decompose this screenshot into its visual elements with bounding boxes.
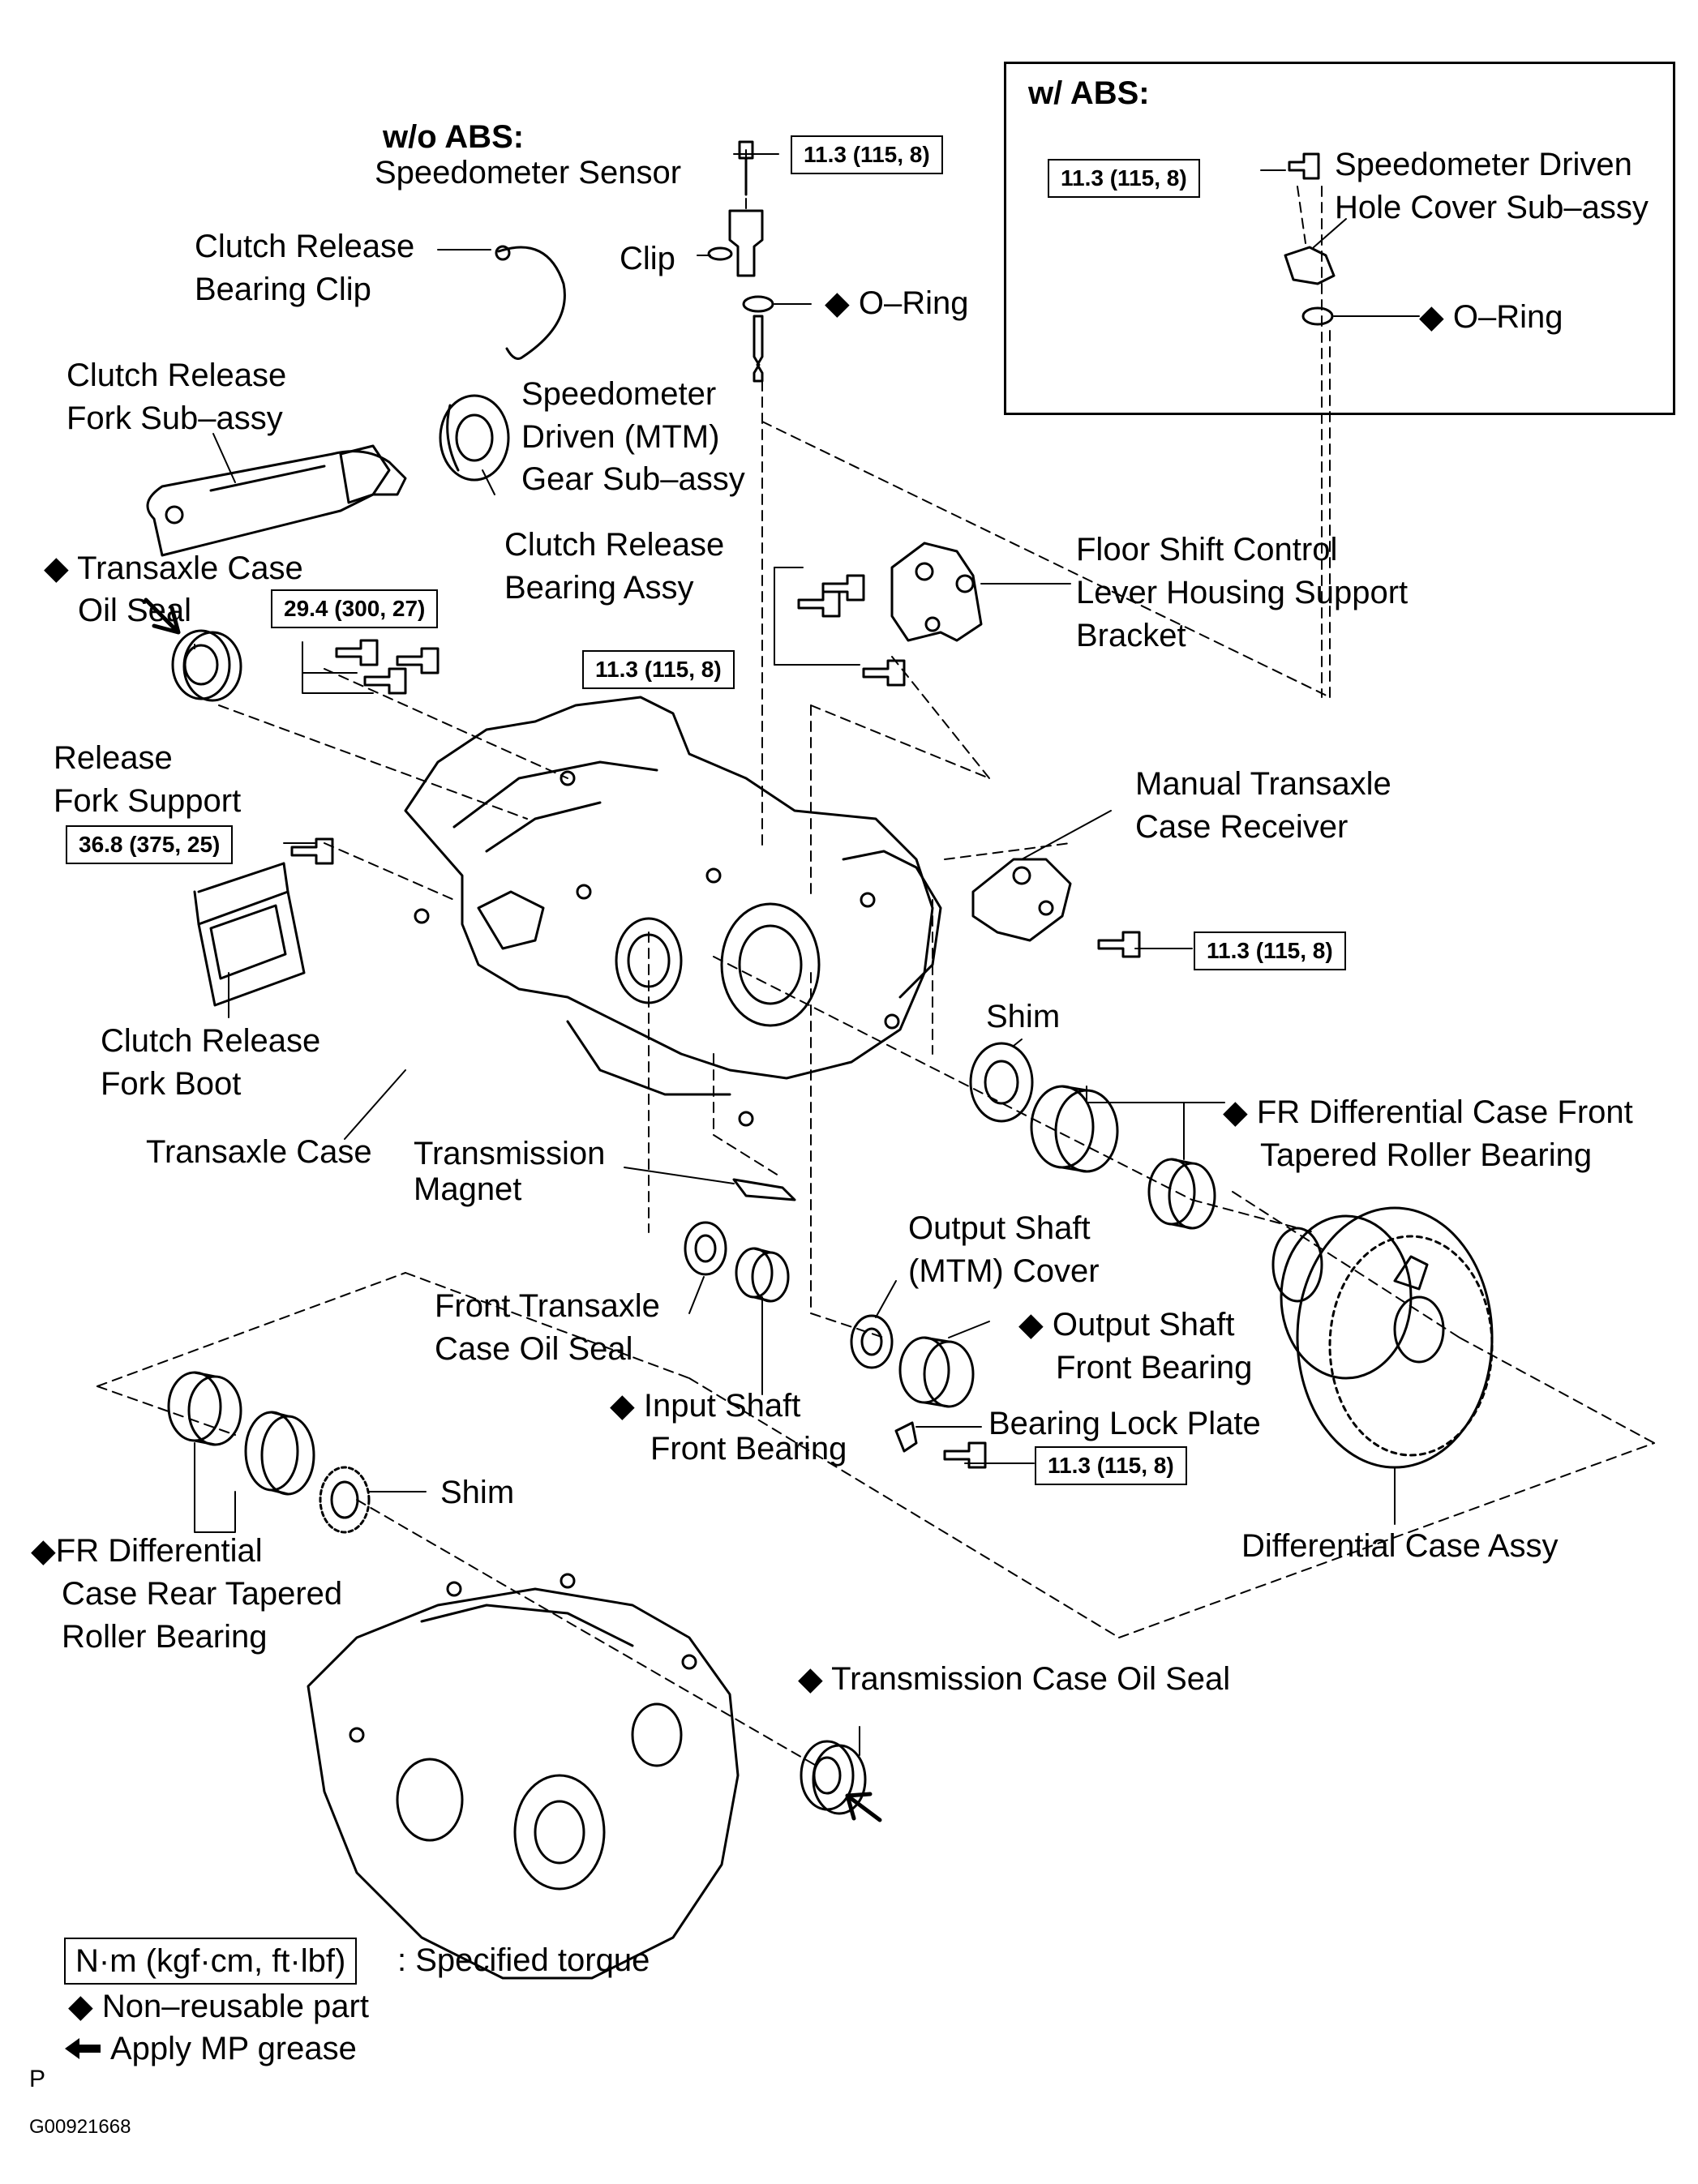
clutch-release-fork-drawing (146, 444, 407, 557)
torque-abs-hole-cover: 11.3 (115, 8) (1048, 159, 1200, 198)
shim-right-label: Shim (986, 999, 1061, 1034)
fr-diff-front-label-2: Tapered Roller Bearing (1260, 1137, 1593, 1173)
figure-code: G00921668 (29, 2116, 131, 2138)
speedometer-hole-cover-label-2: Hole Cover Sub–assy (1335, 190, 1649, 225)
clutch-release-bearing-clip-label-1: Clutch Release (195, 229, 415, 264)
clutch-release-fork-boot-label-1: Clutch Release (101, 1023, 321, 1059)
clutch-release-bearing-label-2: Bearing Assy (504, 570, 694, 606)
transmission-magnet-drawing (732, 1178, 796, 1201)
input-shaft-bearing-label-2: Front Bearing (650, 1431, 847, 1467)
fr-diff-front-label-1: ◆ FR Differential Case Front (1223, 1094, 1633, 1130)
transaxle-case-oil-seal-drawing (171, 629, 242, 702)
assembly-dashed-lines (96, 149, 1655, 1768)
output-shaft-cover-drawing (850, 1314, 894, 1369)
manual-transaxle-receiver-label-2: Case Receiver (1135, 809, 1349, 845)
manual-transaxle-receiver-label-1: Manual Transaxle (1135, 766, 1391, 802)
clip-label: Clip (620, 241, 675, 276)
floor-shift-label-3: Bracket (1076, 618, 1186, 653)
oring-right-label: ◆ O–Ring (1419, 299, 1563, 335)
speedometer-hole-cover-label-1: Speedometer Driven (1335, 147, 1632, 182)
speedometer-driven-label-2: Driven (MTM) (521, 419, 720, 455)
manual-transaxle-case-receiver-drawing (971, 858, 1072, 942)
differential-case-assy-drawing (1271, 1206, 1494, 1469)
shim-left-drawing (319, 1466, 371, 1534)
abs-hole-cover-drawing (1284, 246, 1336, 326)
transaxle-case-oil-seal-label-2: Oil Seal (78, 593, 192, 628)
floor-shift-bracket-drawing (890, 542, 983, 642)
legend-torque-box: N·m (kgf·cm, ft·lbf) (64, 1938, 358, 1985)
legend-grease-arrow-icon (65, 2038, 101, 2059)
transmission-magnet-label-2: Magnet (414, 1171, 522, 1207)
clutch-release-bearing-label-1: Clutch Release (504, 527, 725, 563)
transmission-case-drawing (307, 1573, 740, 1980)
front-transaxle-oil-seal-label-1: Front Transaxle (435, 1288, 660, 1324)
front-transaxle-oil-seal-label-2: Case Oil Seal (435, 1331, 633, 1367)
differential-case-assy-label: Differential Case Assy (1241, 1528, 1559, 1564)
shim-left-label: Shim (440, 1475, 515, 1510)
front-transaxle-oil-seal-drawing (684, 1221, 727, 1276)
output-shaft-bearing-drawing (898, 1336, 975, 1408)
torque-bell-housing-bolts: 29.4 (300, 27) (271, 589, 439, 628)
transmission-case-oil-seal-drawing (800, 1740, 867, 1815)
speedometer-sensor-label: Speedometer Sensor (375, 155, 682, 191)
clutch-release-fork-boot-drawing (193, 862, 306, 1007)
clutch-release-fork-label-2: Fork Sub–assy (66, 400, 283, 436)
clutch-release-bearing-clip-label-2: Bearing Clip (195, 272, 371, 307)
oring-left-label: ◆ O–Ring (825, 285, 969, 321)
transmission-magnet-label-1: Transmission (414, 1136, 606, 1171)
transaxle-case-drawing (404, 696, 942, 1127)
wo-abs-heading: w/o ABS: (383, 119, 525, 155)
fr-diff-front-bearing-inner-drawing (1147, 1158, 1216, 1230)
transaxle-case-oil-seal-label-1: ◆ Transaxle Case (44, 550, 303, 586)
torque-speedometer-sensor: 11.3 (115, 8) (791, 135, 943, 174)
speedometer-driven-label-1: Speedometer (521, 376, 717, 412)
release-fork-support-label-2: Fork Support (54, 783, 242, 819)
clutch-release-fork-boot-label-2: Fork Boot (101, 1066, 242, 1102)
fr-diff-front-bearing-outer-drawing (1030, 1085, 1119, 1173)
input-shaft-bearing-drawing (735, 1247, 790, 1303)
output-shaft-cover-label-2: (MTM) Cover (908, 1253, 1100, 1289)
speedometer-sensor-drawing (707, 140, 774, 383)
transaxle-case-label: Transaxle Case (146, 1134, 372, 1170)
shim-right-drawing (969, 1042, 1034, 1123)
w-abs-heading: w/ ABS: (1028, 75, 1150, 111)
legend-torque-text: : Specified torque (397, 1942, 650, 1978)
torque-release-fork-support: 36.8 (375, 25) (66, 825, 234, 864)
p-mark: P (29, 2066, 46, 2092)
legend-grease: Apply MP grease (110, 2031, 357, 2066)
torque-bearing-lock-plate: 11.3 (115, 8) (1035, 1446, 1187, 1485)
bearing-lock-plate-drawing (894, 1421, 918, 1453)
floor-shift-label-2: Lever Housing Support (1076, 575, 1409, 610)
torque-floor-shift-bracket: 11.3 (115, 8) (582, 650, 735, 689)
bolts-drawing (290, 152, 1320, 1469)
output-shaft-bearing-label-1: ◆ Output Shaft (1018, 1307, 1235, 1343)
speedometer-driven-label-3: Gear Sub–assy (521, 461, 745, 497)
grease-arrow-lower (845, 1792, 882, 1822)
fr-diff-rear-label-1: ◆FR Differential (31, 1533, 263, 1569)
input-shaft-bearing-label-1: ◆ Input Shaft (610, 1388, 801, 1424)
leader-lines (194, 153, 1420, 1756)
fr-diff-rear-race-drawing (244, 1411, 315, 1496)
bearing-lock-plate-label: Bearing Lock Plate (988, 1406, 1261, 1441)
fr-diff-rear-label-3: Roller Bearing (62, 1619, 268, 1655)
release-fork-support-label-1: Release (54, 740, 173, 776)
with-abs-inset-box (1004, 62, 1675, 415)
fr-diff-rear-label-2: Case Rear Tapered (62, 1576, 343, 1612)
grease-arrow-upper (144, 597, 181, 635)
torque-case-receiver: 11.3 (115, 8) (1194, 931, 1346, 970)
clutch-release-bearing-drawing (439, 394, 510, 482)
transmission-case-oil-seal-label: ◆ Transmission Case Oil Seal (798, 1661, 1231, 1697)
fr-diff-rear-bearing-drawing (167, 1371, 242, 1446)
output-shaft-cover-label-1: Output Shaft (908, 1210, 1091, 1246)
clutch-release-fork-label-1: Clutch Release (66, 358, 287, 393)
floor-shift-label-1: Floor Shift Control (1076, 532, 1338, 567)
legend-non-reusable: ◆ Non–reusable part (68, 1989, 369, 2024)
clutch-release-bearing-clip-drawing (495, 245, 566, 360)
output-shaft-bearing-label-2: Front Bearing (1056, 1350, 1253, 1385)
